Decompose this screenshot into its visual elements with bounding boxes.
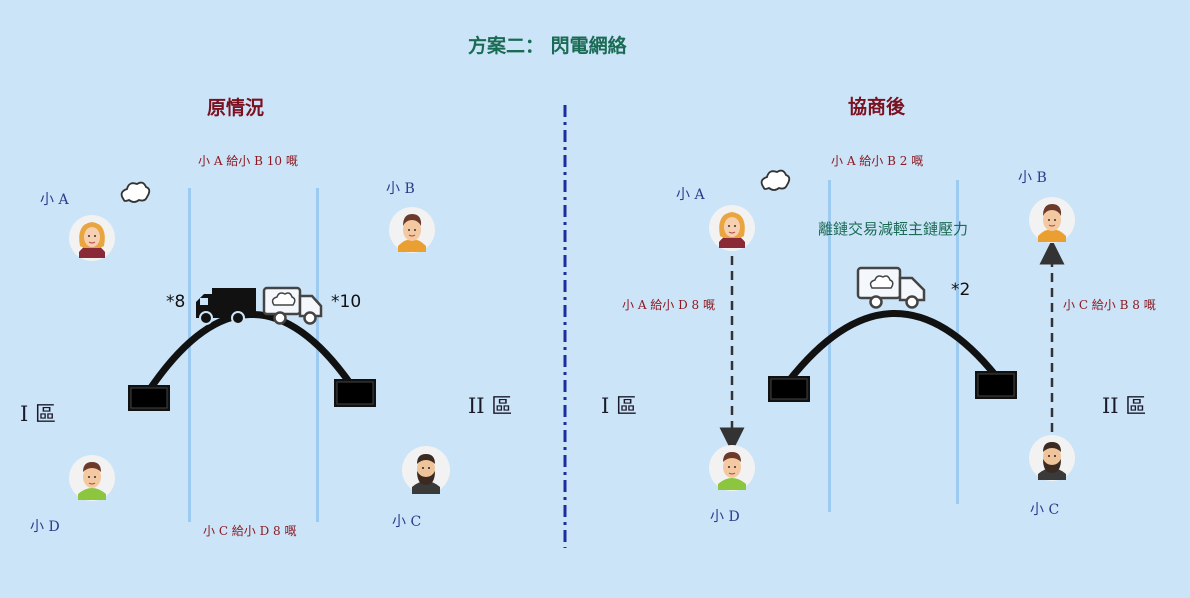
person-b-label: 小 B bbox=[386, 181, 415, 197]
woman-avatar-icon bbox=[709, 205, 755, 251]
truck-count: *2 bbox=[951, 280, 971, 300]
person-b-label: 小 B bbox=[1018, 170, 1047, 186]
diagram-title: 方案二： 閃電網絡 bbox=[468, 35, 627, 57]
left-channel-line-1 bbox=[188, 188, 191, 522]
woman-avatar-icon bbox=[69, 215, 115, 261]
right-channel-line-2 bbox=[956, 180, 959, 504]
truck-icon bbox=[196, 288, 256, 325]
truck-count-left: *8 bbox=[166, 292, 186, 312]
flow-label-a-to-b: 小 A 給小 B 10 嘅 bbox=[198, 154, 298, 168]
truck-icon bbox=[856, 266, 926, 309]
truck-count-right: *10 bbox=[331, 292, 362, 312]
left-main-chain-arc bbox=[144, 311, 356, 396]
block-icon bbox=[334, 379, 376, 407]
boy-avatar-icon bbox=[69, 455, 115, 501]
truck-icon bbox=[262, 286, 323, 325]
off-chain-note: 離鏈交易減輕主鏈壓力 bbox=[818, 220, 969, 238]
block-icon bbox=[128, 385, 170, 411]
person-c-label: 小 C bbox=[1030, 502, 1060, 518]
block-icon bbox=[768, 376, 810, 402]
right-channel-line-1 bbox=[828, 180, 831, 512]
person-d-label: 小 D bbox=[710, 509, 740, 525]
cloud-icon bbox=[120, 181, 151, 203]
boy-avatar-icon bbox=[709, 445, 755, 491]
person-a-label: 小 A bbox=[40, 192, 69, 208]
zone-2-label: II 區 bbox=[468, 394, 513, 418]
zone-2-label: II 區 bbox=[1102, 394, 1147, 418]
heading-negotiated: 協商後 bbox=[848, 96, 906, 118]
flow-label-a-to-d: 小 A 給小 D 8 嘅 bbox=[622, 298, 715, 312]
flow-label-a-to-b: 小 A 給小 B 2 嘅 bbox=[831, 154, 924, 168]
heading-original: 原情況 bbox=[207, 97, 265, 119]
zone-1-label: I 區 bbox=[20, 402, 56, 426]
right-main-chain-arc bbox=[784, 310, 1000, 386]
cloud-icon bbox=[760, 169, 791, 191]
left-channel-line-2 bbox=[316, 188, 319, 522]
person-c-label: 小 C bbox=[392, 514, 422, 530]
flow-label-c-to-d: 小 C 給小 D 8 嘅 bbox=[203, 524, 297, 538]
block-icon bbox=[975, 371, 1017, 399]
flow-label-c-to-b: 小 C 給小 B 8 嘅 bbox=[1063, 298, 1156, 312]
bearded-man-avatar-icon bbox=[1029, 435, 1075, 481]
man-avatar-icon bbox=[389, 207, 435, 253]
person-a-label: 小 A bbox=[676, 187, 705, 203]
bearded-man-avatar-icon bbox=[402, 446, 450, 494]
zone-1-label: I 區 bbox=[601, 394, 637, 418]
man-avatar-icon bbox=[1029, 197, 1075, 243]
person-d-label: 小 D bbox=[30, 519, 60, 535]
